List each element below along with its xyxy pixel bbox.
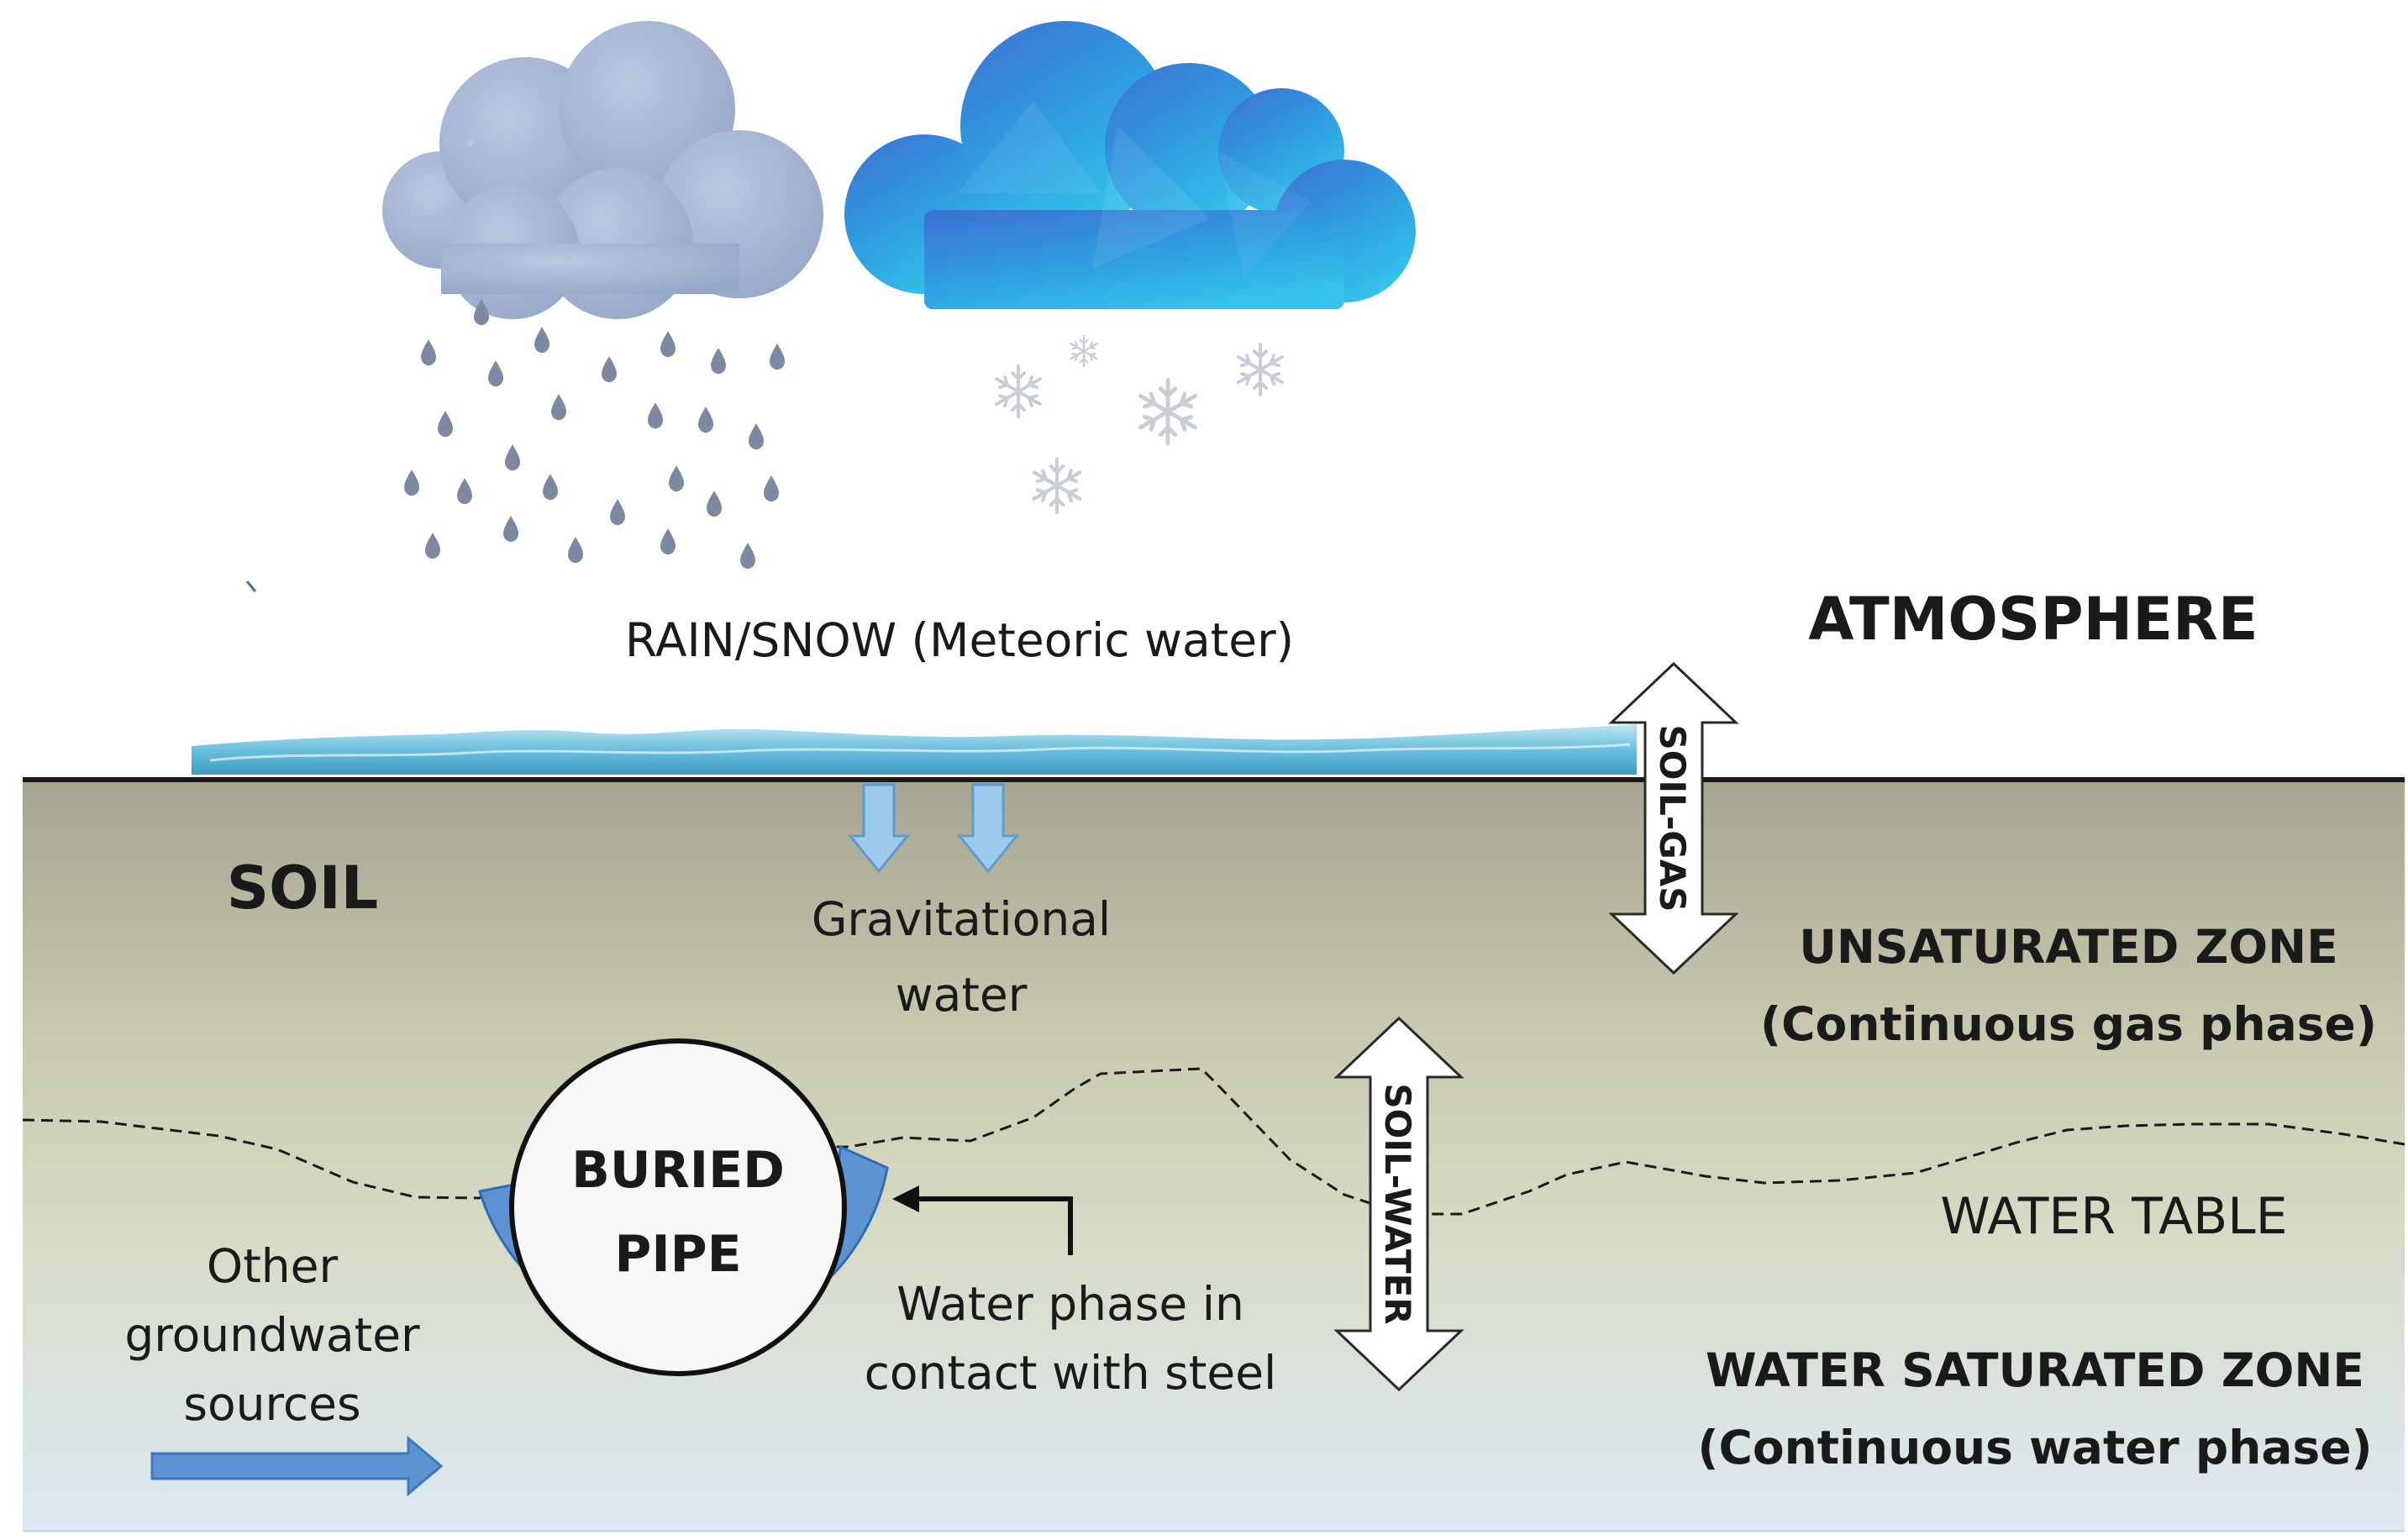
- unsaturated-zone-desc: (Continuous gas phase): [1760, 997, 2377, 1051]
- raindrops: [404, 299, 785, 569]
- other-groundwater-label-line2: groundwater: [124, 1308, 420, 1362]
- snow-cloud-icon: [844, 21, 1416, 309]
- soil-gas-arrow: [1608, 661, 1739, 975]
- soil-label: SOIL: [227, 854, 379, 922]
- water-phase-pointer: [916, 1196, 1073, 1255]
- buried-pipe-label-line1: BURIED: [571, 1141, 785, 1200]
- water-phase-pointer-head: [892, 1185, 919, 1212]
- gravitational-water-label-line1: Gravitational: [812, 892, 1111, 946]
- soil-water-arrow: [1333, 1016, 1464, 1392]
- snowflake-icons: [995, 334, 1284, 512]
- surface-water-ripples: [209, 743, 1631, 762]
- buried-pipe: [509, 1038, 847, 1376]
- soil-layer: [23, 780, 2405, 1529]
- buried-pipe-label-line2: PIPE: [614, 1225, 741, 1284]
- other-groundwater-label-line3: sources: [183, 1377, 360, 1431]
- water-table-label: WATER TABLE: [1940, 1187, 2287, 1246]
- gravitational-water-label-line2: water: [896, 968, 1028, 1022]
- gravitational-arrows: [847, 783, 1020, 874]
- soil-gas-label: SOIL-GAS: [1652, 724, 1693, 912]
- soil-water-label: SOIL-WATER: [1377, 1083, 1418, 1324]
- water-table-line: [22, 1067, 2405, 1216]
- rain-snow-label: RAIN/SNOW (Meteoric water): [625, 613, 1294, 667]
- water-phase-label-line1: Water phase in: [896, 1277, 1244, 1331]
- saturated-zone-label: WATER SATURATED ZONE: [1706, 1343, 2364, 1397]
- other-groundwater-label-line1: Other: [207, 1239, 339, 1293]
- rain-cloud-icon: [382, 21, 823, 319]
- unsaturated-zone-label: UNSATURATED ZONE: [1799, 920, 2338, 974]
- saturated-zone-desc: (Continuous water phase): [1697, 1421, 2372, 1474]
- groundwater-arrow: [150, 1435, 444, 1497]
- atmosphere-label: ATMOSPHERE: [1808, 585, 2258, 654]
- decorative-mark: [245, 581, 257, 592]
- water-phase-label-line2: contact with steel: [865, 1346, 1277, 1400]
